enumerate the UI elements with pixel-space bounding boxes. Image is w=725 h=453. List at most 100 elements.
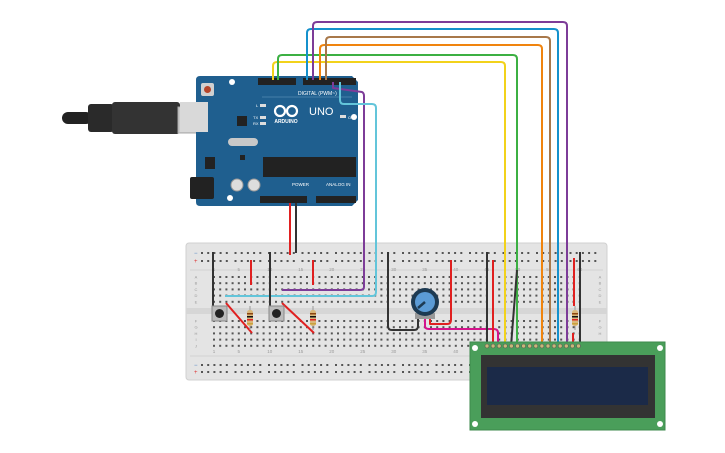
breadboard-hole[interactable] [405,276,408,278]
breadboard-hole[interactable] [219,326,222,329]
breadboard-hole[interactable] [374,326,377,329]
rail-hole[interactable] [569,252,572,254]
breadboard-hole[interactable] [219,338,222,341]
breadboard-hole[interactable] [423,282,426,285]
breadboard-hole[interactable] [392,300,395,303]
breadboard-hole[interactable] [343,338,346,341]
breadboard-hole[interactable] [349,326,352,329]
breadboard-hole[interactable] [237,344,240,347]
rail-hole[interactable] [259,260,262,262]
resistor[interactable] [247,306,253,330]
rail-hole[interactable] [435,364,438,366]
rail-hole[interactable] [460,260,463,262]
breadboard-hole[interactable] [250,300,253,303]
rail-hole[interactable] [393,252,396,254]
breadboard-hole[interactable] [529,276,532,278]
rail-hole[interactable] [581,260,584,262]
breadboard-hole[interactable] [392,282,395,285]
breadboard-hole[interactable] [343,332,346,335]
breadboard-hole[interactable] [299,300,302,303]
breadboard-hole[interactable] [281,338,284,341]
rail-hole[interactable] [274,371,277,373]
breadboard-hole[interactable] [442,300,445,303]
breadboard-hole[interactable] [535,276,538,278]
breadboard-hole[interactable] [411,332,414,335]
wire-red-diagonal[interactable] [225,302,253,334]
breadboard-hole[interactable] [368,276,370,278]
lcd-pin[interactable] [545,343,551,349]
breadboard-hole[interactable] [268,326,271,329]
breadboard-hole[interactable] [392,332,395,335]
rail-hole[interactable] [359,371,362,373]
breadboard-hole[interactable] [287,282,290,285]
rail-hole[interactable] [508,260,511,262]
breadboard-hole[interactable] [361,320,364,322]
rail-hole[interactable] [514,260,517,262]
breadboard-hole[interactable] [306,332,308,335]
breadboard-hole[interactable] [411,276,414,278]
rail-hole[interactable] [447,252,450,254]
breadboard-hole[interactable] [523,326,525,329]
breadboard-hole[interactable] [380,344,383,347]
rail-hole[interactable] [475,252,478,254]
rail-hole[interactable] [447,364,450,366]
breadboard-hole[interactable] [442,332,445,335]
wire-pot-vcc[interactable] [429,260,452,325]
lcd-pin[interactable] [509,343,514,349]
rail-hole[interactable] [393,260,396,262]
breadboard-hole[interactable] [349,282,352,285]
breadboard-hole[interactable] [467,338,470,341]
rail-hole[interactable] [207,252,210,254]
breadboard-hole[interactable] [535,282,538,285]
breadboard-hole[interactable] [417,332,420,335]
breadboard-hole[interactable] [281,344,284,347]
rail-hole[interactable] [460,371,463,373]
rail-hole[interactable] [387,364,390,366]
rail-hole[interactable] [393,371,396,373]
breadboard-hole[interactable] [479,320,482,322]
pushbutton-1[interactable] [211,305,228,322]
breadboard-hole[interactable] [392,326,395,329]
breadboard-hole[interactable] [442,294,445,297]
rail-hole[interactable] [326,252,329,254]
breadboard-hole[interactable] [454,338,457,341]
breadboard-hole[interactable] [473,300,476,303]
breadboard-hole[interactable] [330,320,333,322]
breadboard-hole[interactable] [473,332,476,335]
breadboard-hole[interactable] [361,338,364,341]
rail-hole[interactable] [414,260,417,262]
breadboard-hole[interactable] [324,344,327,347]
breadboard-hole[interactable] [244,338,246,341]
breadboard-hole[interactable] [268,338,271,341]
breadboard-hole[interactable] [361,344,364,347]
rail-hole[interactable] [225,260,228,262]
breadboard-hole[interactable] [442,320,445,322]
wire-purple-button[interactable] [282,82,365,291]
breadboard-hole[interactable] [287,276,290,278]
lcd-pin[interactable] [576,343,581,349]
breadboard-hole[interactable] [448,338,451,341]
rail-hole[interactable] [253,364,256,366]
breadboard-hole[interactable] [411,326,414,329]
breadboard-hole[interactable] [529,338,532,341]
rail-hole[interactable] [341,252,344,254]
breadboard-hole[interactable] [262,332,265,335]
breadboard-hole[interactable] [343,344,346,347]
breadboard-hole[interactable] [293,276,296,278]
rail-hole[interactable] [268,371,270,373]
breadboard-hole[interactable] [219,276,222,278]
breadboard-hole[interactable] [529,288,532,291]
rail-hole[interactable] [320,371,323,373]
rail-hole[interactable] [521,260,524,262]
lcd-pin[interactable] [527,343,533,349]
rail-hole[interactable] [487,260,490,262]
breadboard-hole[interactable] [337,326,339,329]
resistor[interactable] [310,306,316,330]
wires[interactable] [212,21,581,347]
breadboard-hole[interactable] [256,332,259,335]
rail-hole[interactable] [481,252,484,254]
rail-hole[interactable] [575,252,578,254]
rail-hole[interactable] [259,371,262,373]
breadboard-hole[interactable] [461,294,463,297]
breadboard-hole[interactable] [361,332,364,335]
